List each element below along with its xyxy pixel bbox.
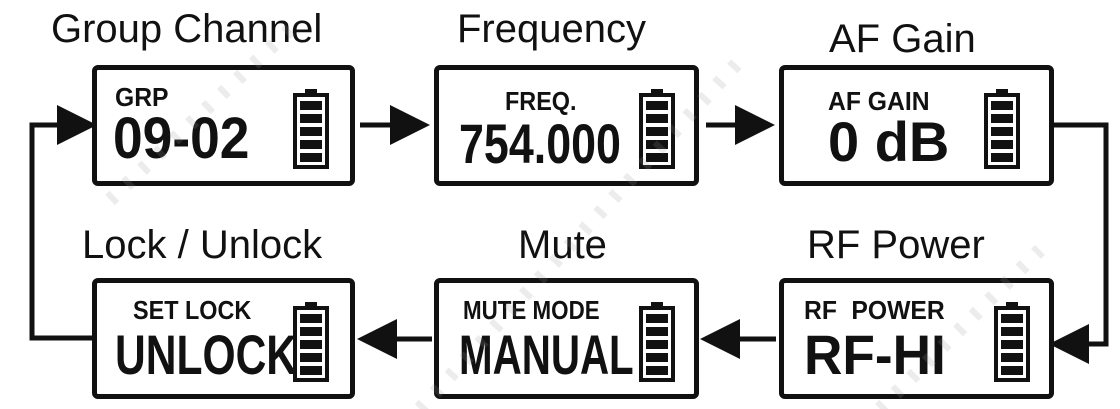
rf-power-value: RF-HI: [804, 323, 946, 386]
screen-group-channel: GRP 09-02: [92, 65, 355, 186]
battery-bar: [1001, 353, 1023, 362]
battery-bar: [1001, 314, 1023, 323]
title-group-channel: Group Channel: [51, 7, 323, 51]
lock-value: UNLOCK: [115, 323, 298, 386]
battery-bar: [300, 340, 322, 349]
screen-mute: MUTE MODE MANUAL: [434, 278, 699, 399]
battery-bar: [646, 153, 668, 162]
battery-bar: [300, 327, 322, 336]
mute-label: MUTE MODE: [463, 295, 600, 325]
screen-af-gain: AF GAIN 0 dB: [779, 65, 1054, 186]
battery-bar: [300, 153, 322, 162]
battery-bar: [300, 314, 322, 323]
title-af-gain: AF Gain: [829, 17, 976, 61]
battery-bar: [300, 114, 322, 123]
title-mute: Mute: [518, 223, 607, 267]
battery-bar: [1001, 366, 1023, 375]
screen-lock-unlock: SET LOCK UNLOCK: [92, 278, 355, 399]
battery-bar: [646, 140, 668, 149]
battery-bar: [300, 101, 322, 110]
battery-bar: [300, 140, 322, 149]
battery-bar: [646, 353, 668, 362]
mute-value: MANUAL: [459, 323, 634, 386]
frequency-label: FREQ.: [505, 86, 577, 116]
title-rf-power: RF Power: [807, 223, 985, 267]
battery-full-icon: [639, 89, 675, 169]
battery-bar: [991, 140, 1013, 149]
battery-bar: [646, 101, 668, 110]
battery-bar: [1001, 340, 1023, 349]
battery-full-icon: [984, 89, 1020, 169]
title-frequency: Frequency: [457, 7, 646, 51]
battery-bar: [300, 127, 322, 136]
battery-bar: [646, 340, 668, 349]
af-gain-label: AF GAIN: [828, 86, 930, 116]
battery-bar: [1001, 327, 1023, 336]
title-lock-unlock: Lock / Unlock: [82, 223, 323, 267]
battery-bar: [300, 353, 322, 362]
arrow-lock-to-group: [29, 105, 97, 341]
rf-power-label: RF POWER: [804, 295, 945, 325]
battery-bar: [991, 127, 1013, 136]
frequency-value: 754.000: [459, 112, 621, 175]
screen-frequency: FREQ. 754.000: [434, 65, 699, 186]
arrow-af-gain-to-rf-power: [1049, 122, 1109, 364]
battery-bar: [646, 127, 668, 136]
battery-full-icon: [639, 302, 675, 382]
battery-full-icon: [293, 89, 329, 169]
battery-full-icon: [293, 302, 329, 382]
battery-bar: [646, 366, 668, 375]
battery-bar: [646, 327, 668, 336]
screen-rf-power: RF POWER RF-HI: [779, 278, 1054, 399]
battery-bar: [646, 114, 668, 123]
lock-label: SET LOCK: [133, 295, 252, 325]
group-label: GRP: [115, 82, 169, 112]
battery-bar: [646, 314, 668, 323]
af-gain-value: 0 dB: [828, 110, 950, 173]
group-channel-value: 09-02: [113, 106, 250, 171]
battery-bar: [991, 114, 1013, 123]
battery-full-icon: [994, 302, 1030, 382]
battery-bar: [991, 153, 1013, 162]
battery-bar: [991, 101, 1013, 110]
battery-bar: [300, 366, 322, 375]
